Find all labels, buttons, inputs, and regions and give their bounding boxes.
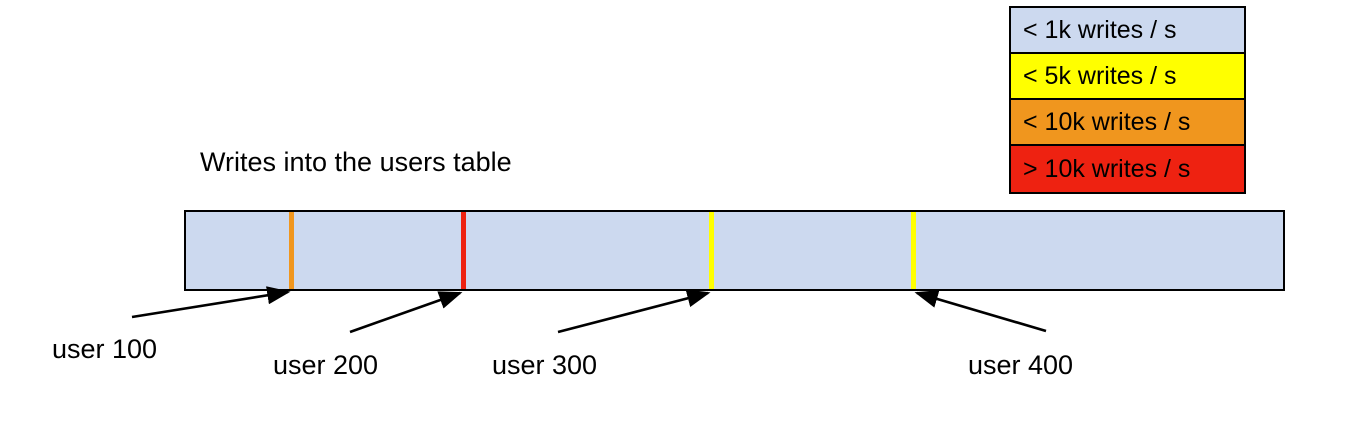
chart-title: Writes into the users table	[200, 147, 512, 177]
users-table-bar[interactable]	[184, 210, 1285, 291]
bar-marker-user-300[interactable]	[709, 212, 714, 289]
bar-marker-user-400[interactable]	[911, 212, 916, 289]
legend: < 1k writes / s < 5k writes / s < 10k wr…	[1009, 6, 1246, 194]
arrow-user-200	[349, 291, 463, 334]
arrow-user-400	[914, 290, 1047, 333]
callout-label-user-400: user 400	[968, 350, 1074, 380]
callout-label-user-200: user 200	[273, 350, 379, 380]
legend-item-label: < 1k writes / s	[1023, 15, 1177, 44]
legend-item-0[interactable]: < 1k writes / s	[1011, 8, 1244, 54]
arrow-user-300	[557, 289, 711, 334]
legend-item-1[interactable]: < 5k writes / s	[1011, 54, 1244, 100]
legend-item-label: < 10k writes / s	[1023, 107, 1191, 136]
bar-marker-user-100[interactable]	[289, 212, 294, 289]
callout-label-user-100: user 100	[52, 334, 158, 364]
legend-item-label: < 5k writes / s	[1023, 61, 1177, 90]
legend-item-3[interactable]: > 10k writes / s	[1011, 146, 1244, 192]
arrow-user-100	[131, 286, 291, 319]
callout-label-user-300: user 300	[492, 350, 598, 380]
legend-item-2[interactable]: < 10k writes / s	[1011, 100, 1244, 146]
legend-item-label: > 10k writes / s	[1023, 154, 1191, 183]
bar-marker-user-200[interactable]	[461, 212, 466, 289]
